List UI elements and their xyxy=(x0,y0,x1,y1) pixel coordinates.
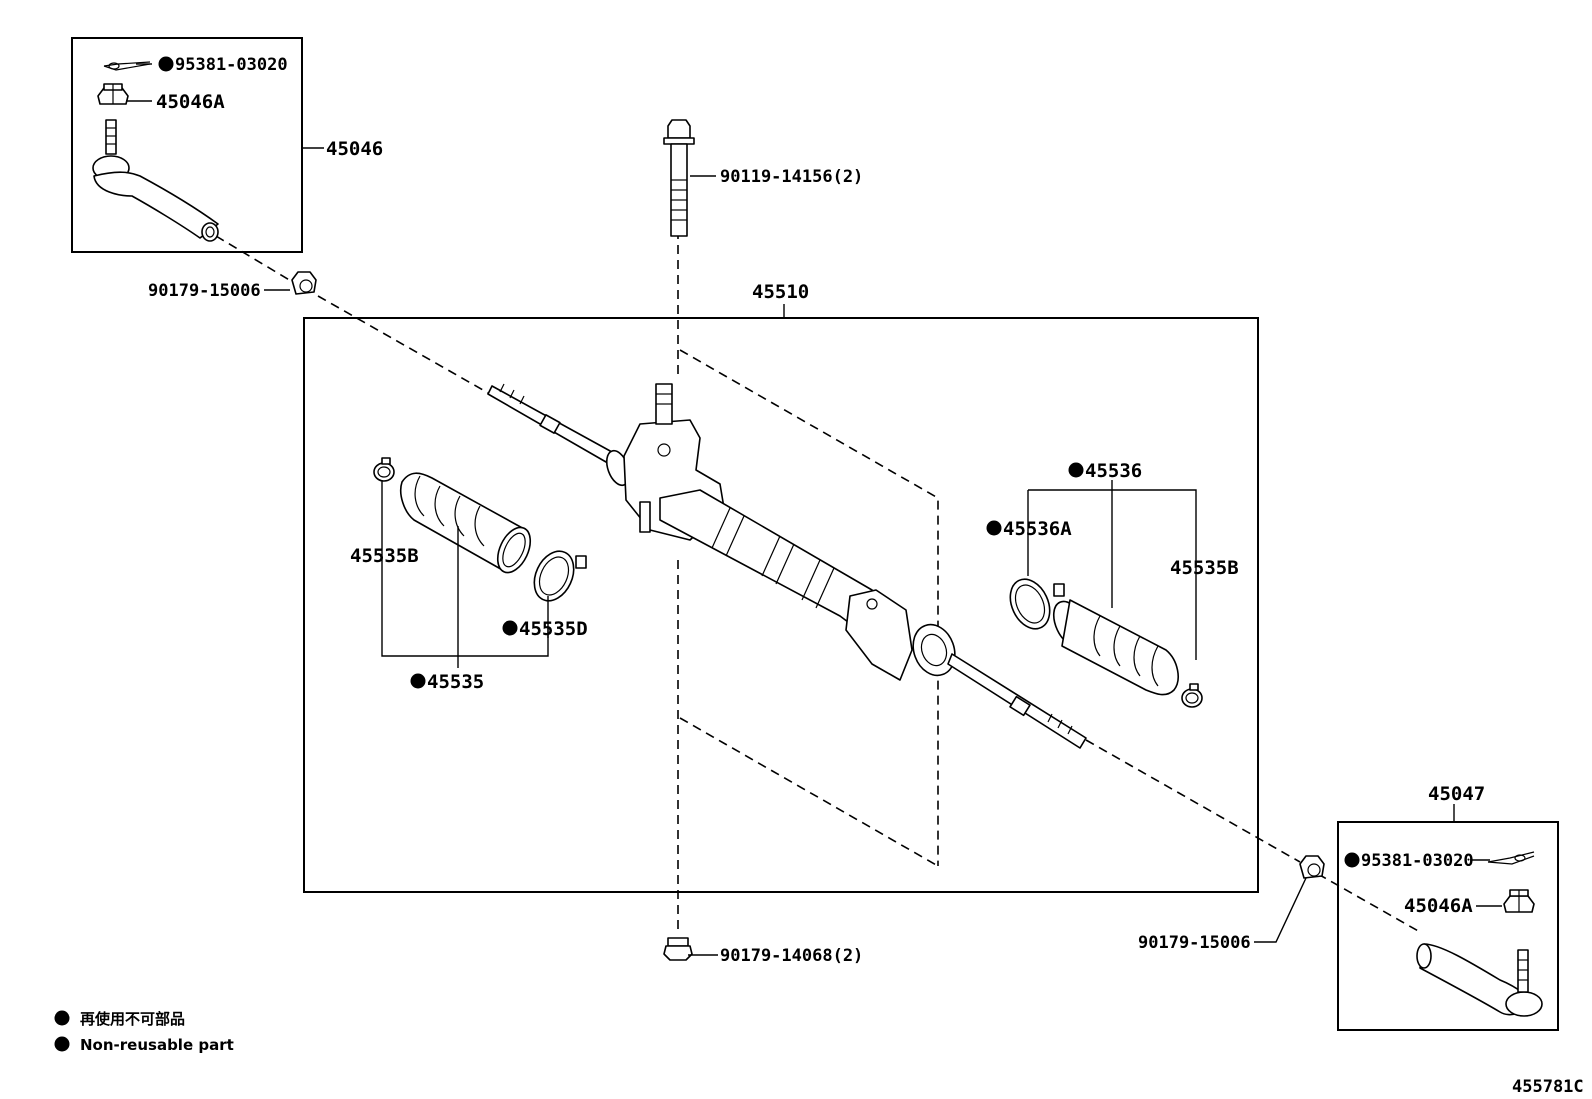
label-boot-set-left[interactable]: 45535 xyxy=(427,671,484,693)
tie-rod-end-left-icon xyxy=(92,119,219,242)
tie-rod-end-left-box xyxy=(71,37,303,253)
steering-rack-housing-icon xyxy=(487,383,1087,749)
label-nut-left[interactable]: 90179-15006 xyxy=(148,281,261,301)
label-bolt[interactable]: 90119-14156(2) xyxy=(720,167,863,187)
label-clamp-right-b[interactable]: 45535B xyxy=(1170,557,1239,579)
tie-rod-end-right-icon xyxy=(1416,943,1543,1017)
boot-clamp-small-left-icon xyxy=(373,457,395,482)
label-nut-right[interactable]: 90179-15006 xyxy=(1138,933,1251,953)
boot-left-icon xyxy=(399,472,532,574)
legend-jp: 再使用不可部品 xyxy=(80,1010,185,1028)
label-tie-rod-end-left[interactable]: 45046 xyxy=(326,138,383,160)
label-nut-top[interactable]: 45046A xyxy=(156,91,225,113)
rack-assembly-box xyxy=(303,317,1259,893)
cotter-pin-right-icon xyxy=(1487,851,1535,865)
label-clamp-left-b[interactable]: 45535B xyxy=(350,545,419,567)
diagram-id: 455781C xyxy=(1512,1077,1584,1097)
label-clamp-left-d[interactable]: 45535D xyxy=(519,618,588,640)
castle-nut-icon xyxy=(97,83,129,105)
legend-en: Non-reusable part xyxy=(80,1036,234,1054)
label-nut-bottom[interactable]: 45046A xyxy=(1404,895,1473,917)
flange-bolt-icon xyxy=(663,119,695,237)
label-tie-rod-end-right[interactable]: 45047 xyxy=(1428,783,1485,805)
label-boot-set-right[interactable]: 45536 xyxy=(1085,460,1142,482)
boot-clamp-large-right-icon xyxy=(1009,578,1065,630)
label-rack-assy[interactable]: 45510 xyxy=(752,281,809,303)
boot-clamp-large-left-icon xyxy=(533,550,587,602)
non-reusable-markers xyxy=(54,56,1360,1052)
tie-rod-end-right-box xyxy=(1337,821,1559,1031)
hex-nut-right-icon xyxy=(1299,855,1325,879)
leader-lines xyxy=(126,63,1502,956)
flange-nut-bottom-icon xyxy=(663,937,693,961)
hex-nut-left-icon xyxy=(291,271,317,295)
boot-right-icon xyxy=(1052,599,1179,696)
label-nut-bottom-center[interactable]: 90179-14068(2) xyxy=(720,946,863,966)
cotter-pin-icon xyxy=(103,61,151,71)
assembly-center-lines xyxy=(215,230,1421,935)
label-cotter-pin-top[interactable]: 95381-03020 xyxy=(175,55,288,75)
label-cotter-pin-bottom[interactable]: 95381-03020 xyxy=(1361,851,1474,871)
castle-nut-right-icon xyxy=(1503,889,1535,913)
label-clamp-right-a[interactable]: 45536A xyxy=(1003,518,1072,540)
boot-clamp-small-right-icon xyxy=(1181,683,1203,708)
